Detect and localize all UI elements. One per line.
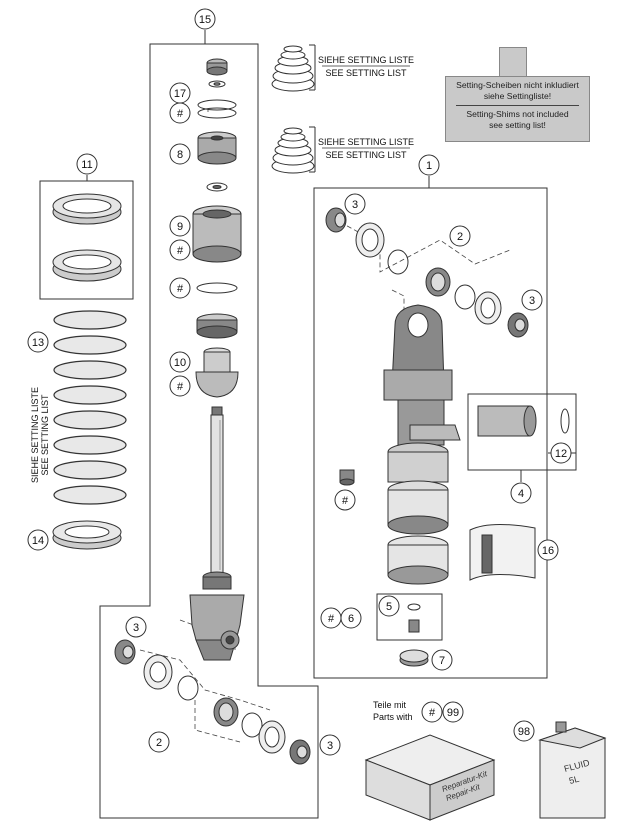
- piston-rod-assembly: [189, 58, 245, 661]
- callout-hash: #: [328, 613, 335, 625]
- notice-line-4: see setting list!: [489, 120, 546, 130]
- callout-hash: #: [177, 108, 184, 120]
- callout-6: 6: [348, 613, 354, 625]
- small-parts: [339, 405, 570, 667]
- callout-14: 14: [32, 535, 44, 547]
- callout-hash: #: [177, 381, 184, 393]
- callout-11: 11: [81, 159, 92, 171]
- callout-13: 13: [32, 337, 44, 349]
- bushings-left: [114, 639, 311, 765]
- callout-17: 17: [174, 88, 186, 100]
- callout-4: 4: [518, 488, 524, 500]
- callout-2: 2: [457, 231, 463, 243]
- callout-circles: [27, 8, 572, 756]
- can-text-2: 5L: [568, 774, 580, 786]
- notice-line-2: siehe Settingliste!: [483, 91, 552, 101]
- setting-label-de: SIEHE SETTING LISTE: [318, 55, 414, 65]
- parts-with-en: Parts with: [373, 712, 413, 722]
- notice-line-3: Setting-Shims not included: [466, 109, 569, 119]
- callout-2: 2: [156, 737, 162, 749]
- callout-10: 10: [174, 357, 186, 369]
- callout-1: 1: [426, 160, 432, 172]
- callout-hash: #: [342, 495, 349, 507]
- callout-8: 8: [177, 149, 183, 161]
- callout-15: 15: [199, 14, 211, 26]
- setting-label-en: SEE SETTING LIST: [325, 68, 407, 78]
- setting-label-de: SIEHE SETTING LISTE: [318, 137, 414, 147]
- sticker-label: [469, 523, 536, 581]
- callout-99: 99: [447, 707, 459, 719]
- notice-line-1: Setting-Scheiben nicht inkludiert: [456, 80, 579, 90]
- damper-body: [383, 304, 461, 585]
- setting-label-en: SEE SETTING LIST: [325, 150, 407, 160]
- spring-setting-de: SIEHE SETTING LISTE: [30, 387, 40, 483]
- bushings-right: [325, 207, 529, 338]
- notice-tab: [499, 47, 527, 77]
- callout-hash: #: [177, 283, 184, 295]
- callout-3: 3: [352, 199, 358, 211]
- callout-12: 12: [555, 448, 567, 460]
- repair-kit-box: [364, 734, 496, 821]
- spring-retainer: [52, 520, 122, 550]
- damper-frame: [99, 43, 319, 819]
- callout-16: 16: [542, 545, 554, 557]
- lock-nuts: [52, 193, 122, 282]
- setting-notice: Setting-Scheiben nicht inkludiert siehe …: [445, 76, 590, 142]
- bleed-frame: [376, 593, 443, 641]
- callout-5: 5: [386, 601, 392, 613]
- callout-3: 3: [133, 622, 139, 634]
- callout-9: 9: [177, 221, 183, 233]
- callout-hash: #: [177, 245, 184, 257]
- shim-stack-lower: [271, 127, 315, 174]
- spring-setting-en: SEE SETTING LIST: [40, 394, 50, 476]
- callout-hash: #: [429, 707, 436, 719]
- callout-98: 98: [518, 726, 530, 738]
- fluid-can: [538, 721, 607, 819]
- callout-7: 7: [439, 655, 445, 667]
- valve-frame: [467, 393, 577, 471]
- callout-3: 3: [327, 740, 333, 752]
- callout-3: 3: [529, 295, 535, 307]
- parts-with-de: Teile mit: [373, 700, 407, 710]
- notice-divider: [456, 105, 579, 106]
- spring: [53, 310, 127, 505]
- body-frame: [313, 187, 548, 679]
- shim-stack-upper: [271, 45, 315, 92]
